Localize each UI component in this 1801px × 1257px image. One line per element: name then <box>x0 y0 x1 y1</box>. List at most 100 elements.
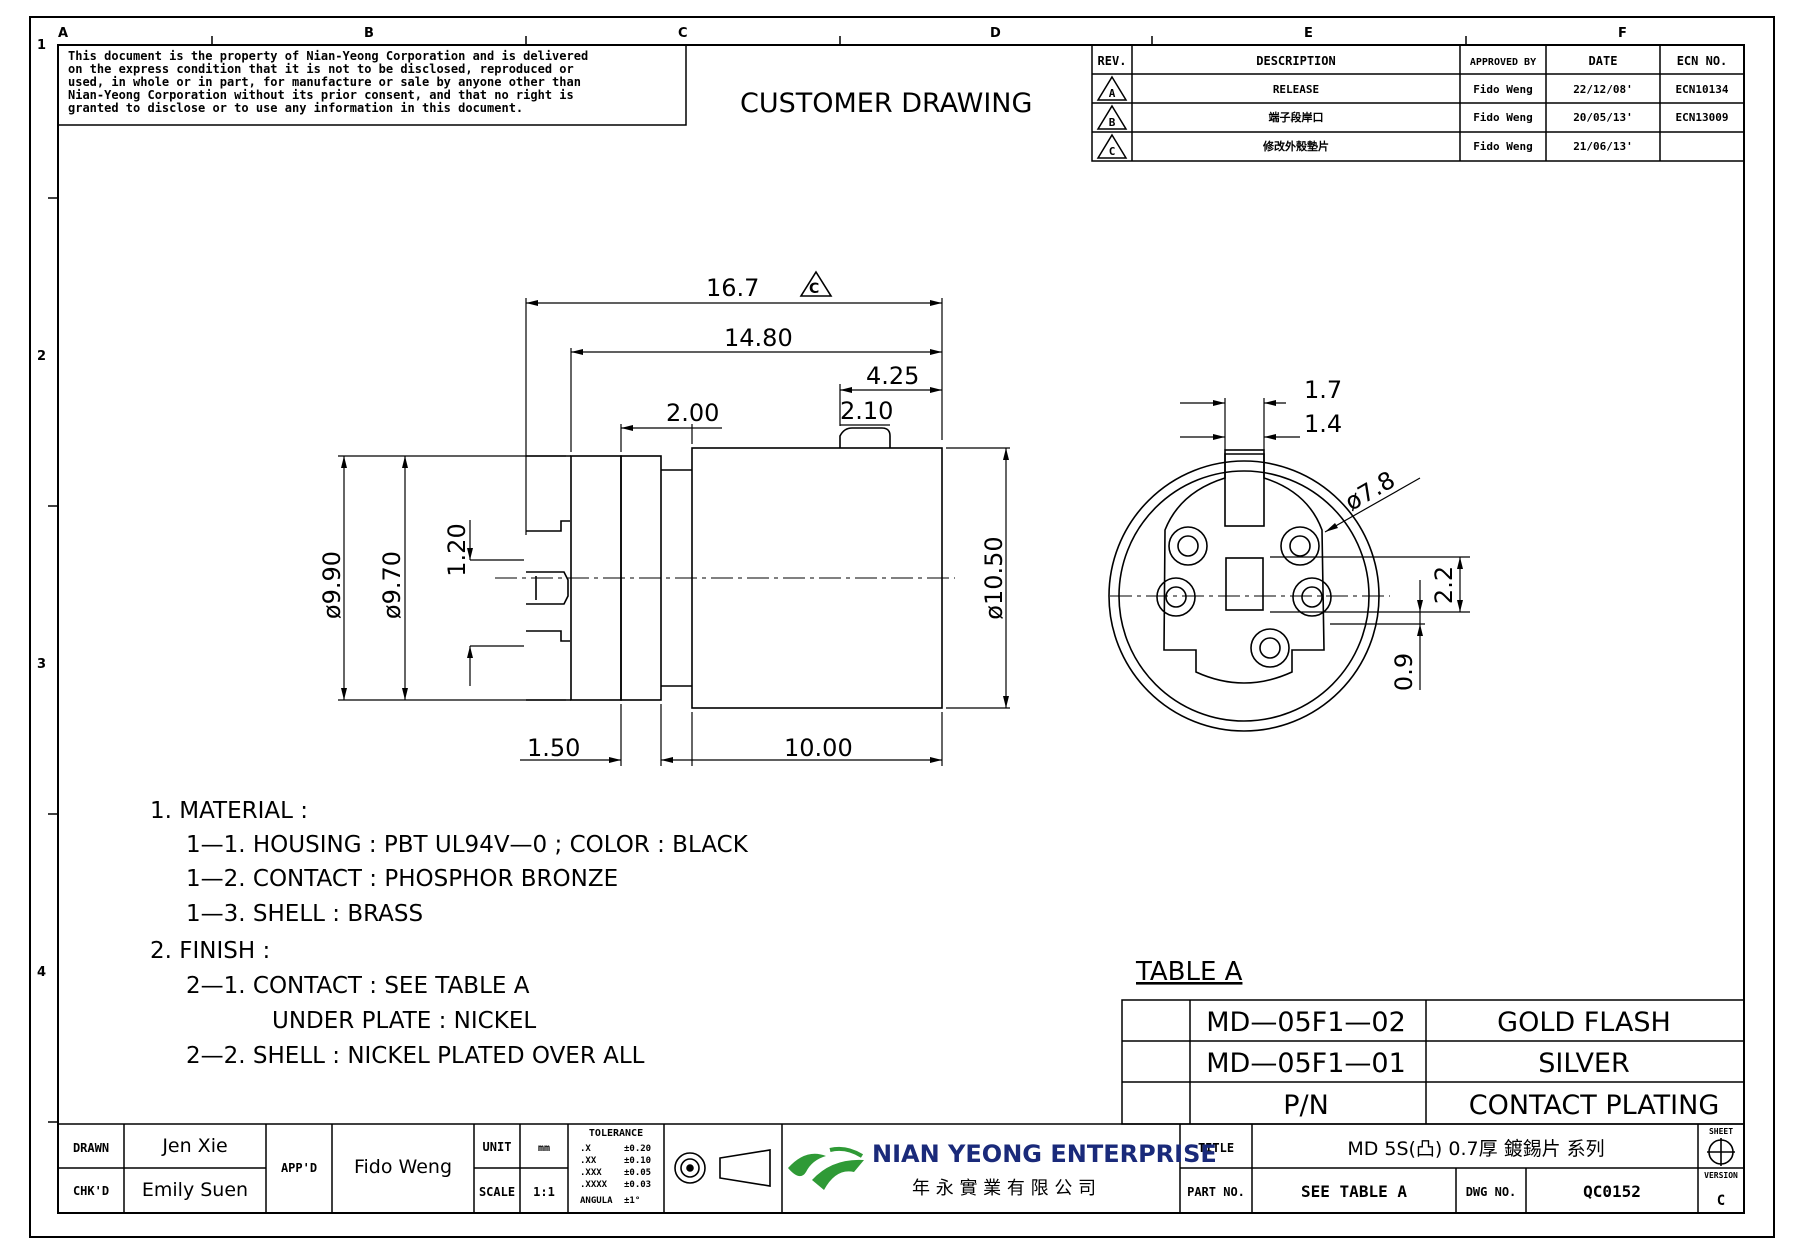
front-view <box>1108 449 1390 732</box>
dim-tab-17: 1.7 <box>1304 376 1342 404</box>
table-a-title: TABLE A <box>1135 957 1243 987</box>
drawn-label: DRAWN <box>73 1141 109 1155</box>
zone-markers <box>48 36 1467 1123</box>
unit-label: UNIT <box>483 1140 512 1154</box>
notice-line: Nian-Yeong Corporation without its prior… <box>68 88 574 102</box>
pin-lower <box>526 630 570 642</box>
dim-key-position: 4.25 <box>866 362 919 390</box>
rev-header-rev: REV. <box>1098 54 1127 68</box>
dim-center-slot: 2.2 <box>1430 566 1458 604</box>
pin-left-inner <box>1165 586 1187 608</box>
note-line: 2—1. CONTACT : SEE TABLE A <box>186 973 530 999</box>
rev-row: A RELEASE Fido Weng 22/12/08' ECN10134 <box>1096 75 1729 101</box>
tolerance-val: ±0.20 <box>624 1144 651 1154</box>
table-a-pn-header: P/N <box>1283 1090 1329 1121</box>
note-line: 1—2. CONTACT : PHOSPHOR BRONZE <box>186 866 618 892</box>
housing-outline <box>1163 453 1325 684</box>
dim-shell-length: 10.00 <box>784 734 853 762</box>
tolerance-title: TOLERANCE <box>589 1128 643 1139</box>
note-line: 2. FINISH : <box>150 938 270 964</box>
key-slot <box>1224 449 1265 527</box>
checked-by: Emily Suen <box>142 1179 248 1201</box>
inner-border <box>57 44 1745 1214</box>
rev-row: B 端子段岸口 Fido Weng 20/05/13' ECN13009 <box>1096 104 1729 130</box>
table-a-plating-header: CONTACT PLATING <box>1469 1090 1720 1121</box>
rev-ecn: ECN13009 <box>1676 111 1729 124</box>
title-block-grid <box>57 1123 1745 1214</box>
version-value: C <box>1717 1193 1725 1209</box>
zone-col-c: C <box>678 26 688 41</box>
table-a-plating: GOLD FLASH <box>1497 1007 1671 1038</box>
dim-body-length: 14.80 <box>724 324 793 352</box>
rev-c-flag-letter: C <box>809 281 819 297</box>
rev-description: 修改外殼墊片 <box>1262 139 1329 153</box>
tolerance-fmt: .X <box>580 1144 591 1154</box>
pin-top-right <box>1280 526 1320 566</box>
table-a-plating: SILVER <box>1538 1048 1629 1079</box>
zone-col-b: B <box>364 26 374 41</box>
sheet-icon <box>1707 1138 1735 1166</box>
tolerance-fmt: .XXX <box>580 1168 602 1178</box>
center-slot <box>1225 557 1264 611</box>
tolerance-val: ±1° <box>624 1196 640 1206</box>
version-label: VERSION <box>1704 1171 1738 1180</box>
dwg-label: DWG NO. <box>1466 1185 1517 1199</box>
zone-col-e: E <box>1304 26 1313 41</box>
rev-date: 22/12/08' <box>1573 83 1633 96</box>
company-name-en: NIAN YEONG ENTERPRISE <box>872 1140 1217 1168</box>
dim-dia-970: ø9.70 <box>378 551 406 619</box>
notice-text: This document is the property of Nian-Ye… <box>68 49 588 115</box>
drawn-by: Jen Xie <box>161 1135 227 1157</box>
side-dimension-lines <box>338 298 1010 766</box>
front-dimension-lines <box>1180 398 1470 690</box>
dwg-number: QC0152 <box>1583 1182 1641 1201</box>
sheet-label: SHEET <box>1709 1127 1733 1136</box>
rev-triangle-a <box>1096 75 1128 101</box>
title-label: TITLE <box>1198 1141 1234 1155</box>
revision-table <box>1091 44 1745 162</box>
rev-letter: B <box>1109 116 1116 129</box>
notice-line: granted to disclose or to use any inform… <box>68 101 523 115</box>
note-line: 1—3. SHELL : BRASS <box>186 901 423 927</box>
approved-by: Fido Weng <box>354 1156 452 1178</box>
table-a-pn: MD—05F1—02 <box>1206 1007 1406 1038</box>
company-name-zh: 年 永 實 業 有 限 公 司 <box>912 1178 1096 1199</box>
dim-pin-offset: 1.20 <box>443 523 471 576</box>
rev-c-flag <box>799 270 833 297</box>
tolerance-fmt: .XX <box>580 1156 597 1166</box>
note-line: 1—1. HOUSING : PBT UL94V—0 ; COLOR : BLA… <box>186 832 749 858</box>
dim-dia-1050: ø10.50 <box>980 536 1008 619</box>
side-view <box>495 427 955 709</box>
pin-bottom <box>1250 628 1290 668</box>
dim-flange-gap: 2.00 <box>666 399 719 427</box>
pin-bottom-inner <box>1259 637 1281 659</box>
pin-middle <box>526 571 569 605</box>
notice-line: This document is the property of Nian-Ye… <box>68 49 588 63</box>
zone-col-a: A <box>58 26 68 41</box>
tolerance-fmt: .XXXX <box>580 1180 608 1190</box>
dim-overall-length: 16.7 <box>706 274 759 302</box>
pin-top-left-inner <box>1177 535 1199 557</box>
tolerance-val: ±0.03 <box>624 1180 651 1190</box>
key-tab <box>839 427 891 448</box>
rev-approved: Fido Weng <box>1473 111 1533 124</box>
rev-row: C 修改外殼墊片 Fido Weng 21/06/13' <box>1096 133 1633 159</box>
notice-line: used, in whole or in part, for manufactu… <box>68 75 581 89</box>
dim-key-width: 2.10 <box>840 397 893 425</box>
rev-date: 20/05/13' <box>1573 111 1633 124</box>
rev-header-approved: APPROVED BY <box>1470 57 1536 68</box>
tolerance-val: ±0.05 <box>624 1168 651 1178</box>
approved-label: APP'D <box>281 1161 317 1175</box>
rev-header-ecn: ECN NO. <box>1677 54 1728 68</box>
unit-value: mm <box>538 1143 550 1154</box>
rev-approved: Fido Weng <box>1473 140 1533 153</box>
pin-top-left <box>1168 526 1208 566</box>
projection-symbol-icon <box>674 1149 771 1187</box>
note-line: 1. MATERIAL : <box>150 798 308 824</box>
pin-left <box>1156 577 1196 617</box>
part-number: SEE TABLE A <box>1301 1182 1407 1201</box>
table-a-pn: MD—05F1—01 <box>1206 1048 1406 1079</box>
company-logo-icon <box>788 1146 864 1190</box>
tolerance-val: ±0.10 <box>624 1156 651 1166</box>
